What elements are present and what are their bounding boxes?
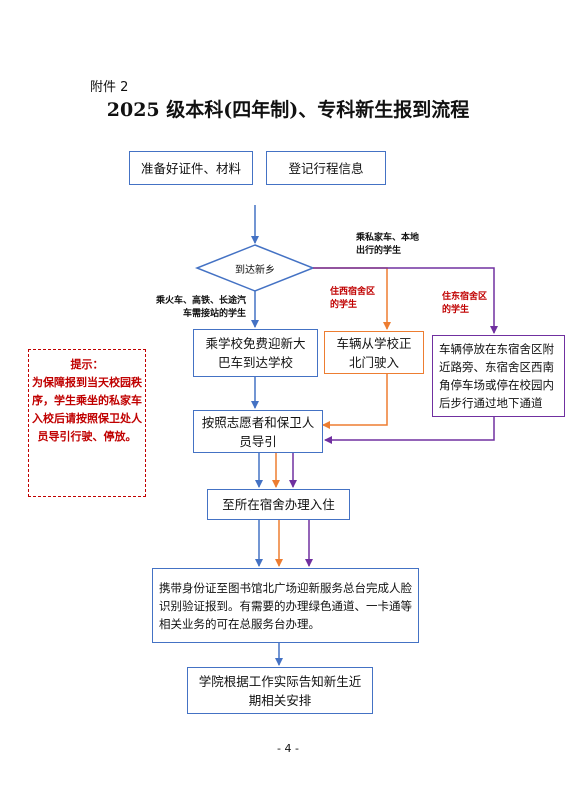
library-register-box: 携带身份证至图书馆北广场迎新服务总台完成人脸识别验证报到。有需要的办理绿色通道、…	[152, 568, 419, 643]
private-car-label: 乘私家车、本地出行的学生	[356, 233, 420, 256]
east-dorm-label: 住东宿舍区的学生	[442, 292, 488, 315]
train-station-label: 乘火车、高铁、长途汽车需接站的学生	[155, 296, 246, 319]
east-car-park-box: 车辆停放在东宿舍区附近路旁、东宿舍区西南角停车场或停在校园内后步行通过地下通道	[432, 335, 565, 417]
prepare-docs-box: 准备好证件、材料	[129, 151, 253, 185]
tip-box: 提示： 为保障报到当天校园秩序，学生乘坐的私家车入校后请按照保卫处人员导引行驶、…	[28, 349, 146, 497]
tip-body: 为保障报到当天校园秩序，学生乘坐的私家车入校后请按照保卫处人员导引行驶、停放。	[32, 376, 142, 443]
college-notice-box: 学院根据工作实际告知新生近期相关安排	[187, 667, 373, 714]
tip-heading: 提示：	[70, 358, 104, 371]
dorm-checkin-box: 至所在宿舍办理入住	[207, 489, 350, 520]
connector-decision-to-east	[313, 267, 498, 334]
page-title: 2025 级本科(四年制)、专科新生报到流程	[106, 99, 470, 121]
decision-label: 到达新乡	[235, 265, 275, 276]
connector-east-to-guide	[324, 417, 495, 444]
page-number: - 4 -	[277, 742, 299, 755]
volunteer-guide-box: 按照志愿者和保卫人员导引	[193, 410, 323, 453]
west-dorm-label: 住西宿舍区的学生	[330, 287, 376, 310]
annex-label: 附件 2	[90, 80, 129, 95]
connector-west-to-guide	[322, 374, 388, 429]
register-trip-box: 登记行程信息	[266, 151, 386, 185]
school-bus-box: 乘学校免费迎新大巴车到达学校	[193, 329, 318, 377]
west-car-entry-box: 车辆从学校正北门驶入	[324, 331, 424, 374]
